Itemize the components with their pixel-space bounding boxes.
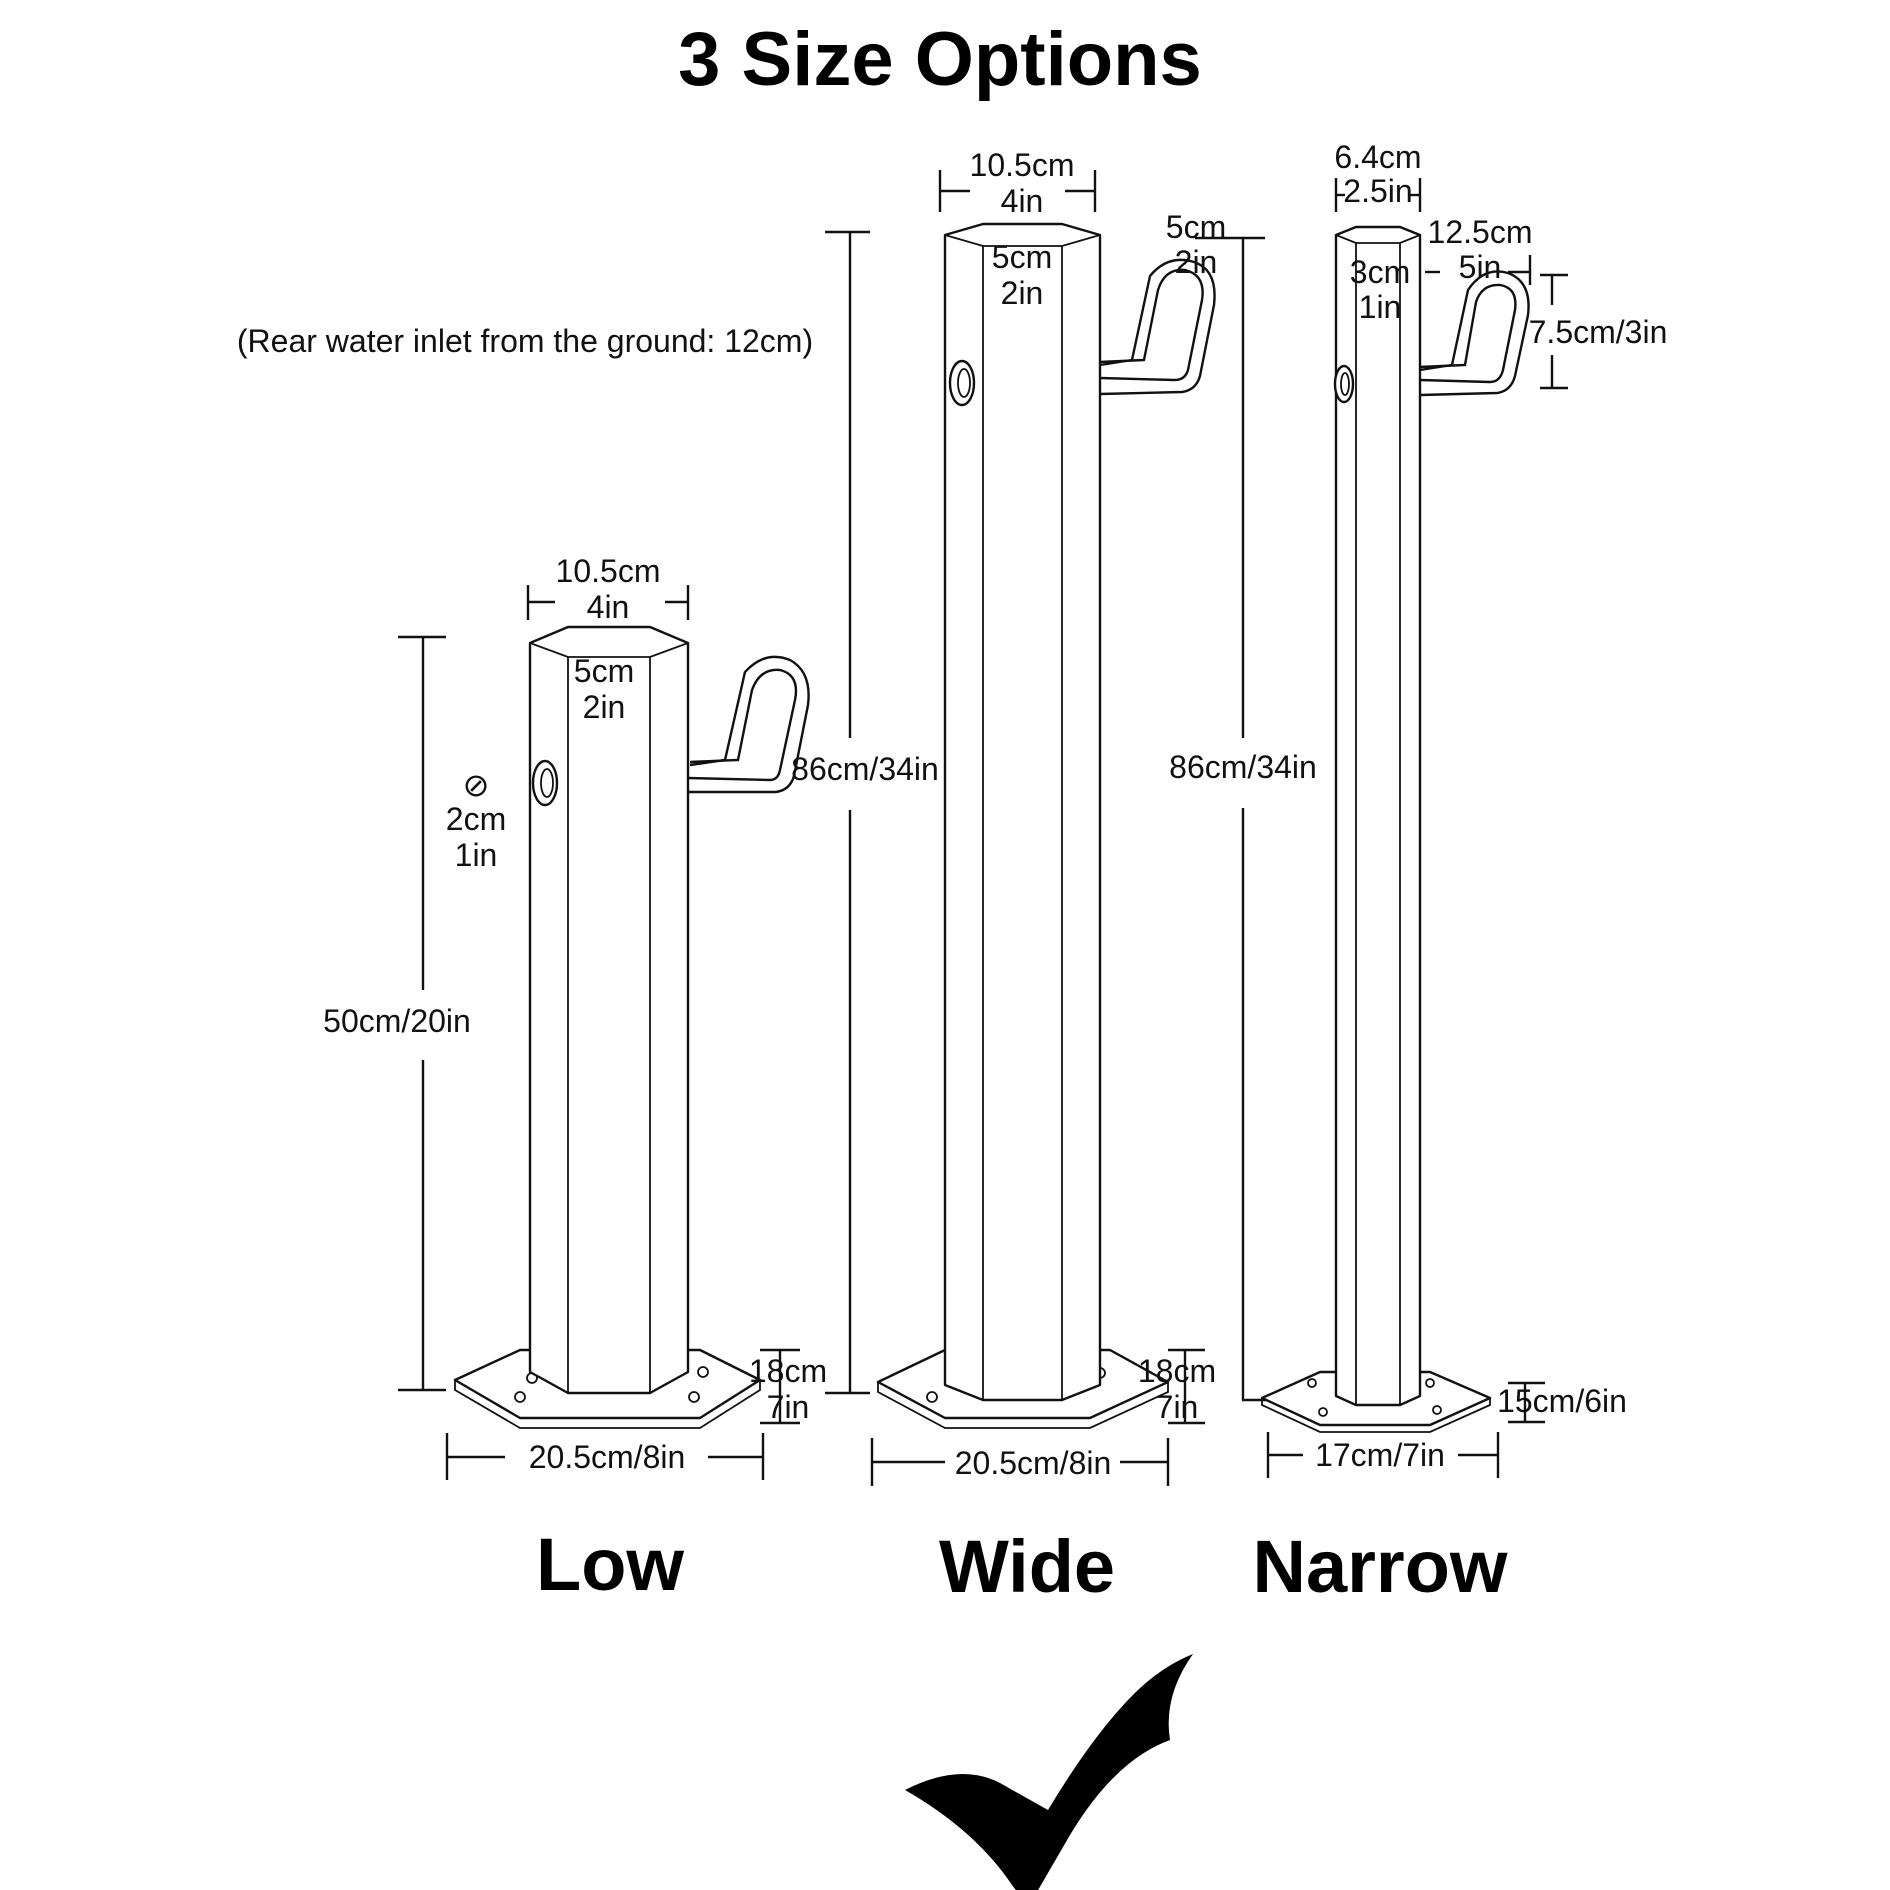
- low-face-in: 2in: [583, 689, 626, 725]
- narrow-top-width-in: 2.5in: [1343, 173, 1412, 209]
- low-post-drawing: [453, 625, 810, 1429]
- wide-hook-cm: 5cm: [1166, 209, 1226, 245]
- wide-face-in: 2in: [1001, 275, 1044, 311]
- low-base-width: 20.5cm/8in: [529, 1439, 686, 1475]
- wide-height-right: 86cm/34in: [1169, 749, 1317, 785]
- wide-top-width-cm: 10.5cm: [970, 147, 1075, 183]
- low-base-height-in: 7in: [767, 1389, 810, 1425]
- variant-label-low: Low: [536, 1523, 684, 1606]
- narrow-face-in: 1in: [1359, 289, 1402, 325]
- low-inlet-cm: 2cm: [446, 801, 506, 837]
- wide-hook-in: 2in: [1175, 244, 1218, 280]
- wide-post-drawing: [876, 222, 1216, 1429]
- narrow-dimensions: [1266, 178, 1568, 1478]
- narrow-post-drawing: [1260, 225, 1530, 1433]
- low-top-width-in: 4in: [587, 589, 630, 625]
- wide-base-width: 20.5cm/8in: [955, 1445, 1112, 1481]
- checkmark-icon: [905, 1654, 1193, 1890]
- wide-base-height-in: 7in: [1156, 1389, 1199, 1425]
- narrow-base-width: 17cm/7in: [1315, 1437, 1445, 1473]
- variant-label-wide: Wide: [939, 1525, 1115, 1608]
- wide-face-cm: 5cm: [992, 239, 1052, 275]
- variant-label-narrow: Narrow: [1253, 1525, 1508, 1608]
- narrow-hook-in: 5in: [1459, 249, 1502, 285]
- low-inlet-diameter-icon: ⊘: [463, 767, 490, 803]
- narrow-face-cm: 3cm: [1350, 254, 1410, 290]
- low-height: 50cm/20in: [323, 1003, 471, 1039]
- narrow-base-height: 15cm/6in: [1497, 1383, 1627, 1419]
- low-base-height-cm: 18cm: [749, 1353, 827, 1389]
- narrow-top-width-cm: 6.4cm: [1334, 139, 1421, 175]
- low-inlet-in: 1in: [455, 837, 498, 873]
- low-dimensions: [398, 585, 800, 1480]
- wide-height-left: 86cm/34in: [791, 751, 939, 787]
- page-title: 3 Size Options: [678, 17, 1202, 102]
- wide-top-width-in: 4in: [1001, 183, 1044, 219]
- low-top-width-cm: 10.5cm: [556, 553, 661, 589]
- wide-dimensions: [825, 170, 1290, 1486]
- wide-base-height-cm: 18cm: [1138, 1353, 1216, 1389]
- narrow-hook-cm: 12.5cm: [1428, 214, 1533, 250]
- low-face-cm: 5cm: [574, 653, 634, 689]
- narrow-hook-height: 7.5cm/3in: [1529, 314, 1668, 350]
- rear-inlet-note: (Rear water inlet from the ground: 12cm): [237, 323, 813, 359]
